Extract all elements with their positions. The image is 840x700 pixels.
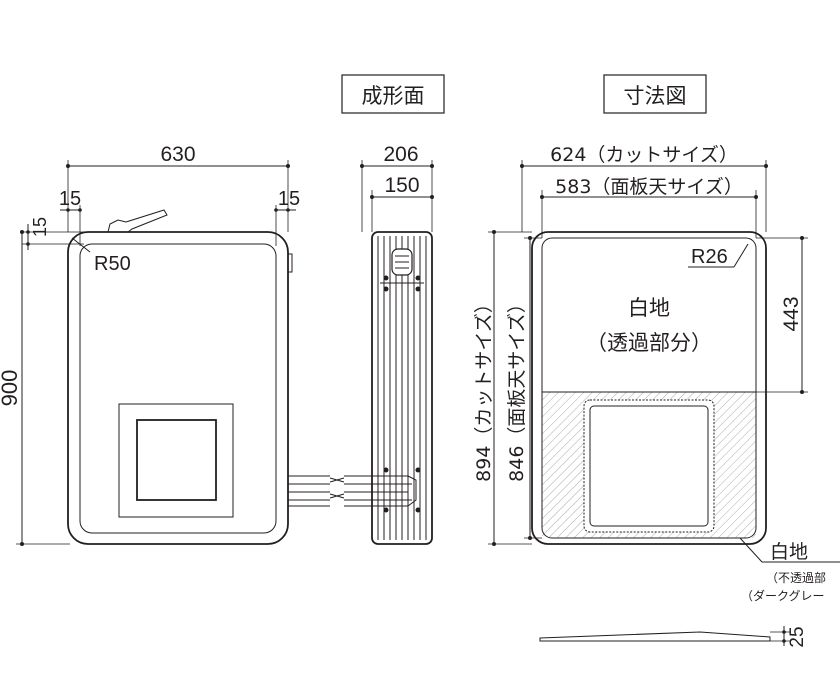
thickness-label: 25 (787, 626, 808, 647)
profile-shape (539, 631, 771, 642)
cable-connection (288, 475, 417, 507)
face-width-label: 583（面板天サイズ） (555, 176, 743, 198)
panel-outline (67, 231, 289, 545)
side-knob (287, 253, 293, 273)
window-dotted (583, 399, 715, 533)
handle-icon (107, 209, 168, 233)
window-inner (136, 419, 217, 501)
depth-outer-label: 206 (383, 143, 418, 166)
window (589, 405, 709, 527)
radius-label: R26 (691, 246, 728, 268)
side-ribs (377, 236, 427, 540)
window-outer (118, 403, 234, 518)
lower-label-sub2: （ダークグレー (741, 588, 825, 603)
side-view: 206 150 (360, 143, 434, 545)
side-outline (371, 231, 433, 545)
front-panel-view: 630 15 15 15 900 R50 (0, 143, 300, 546)
height-label: 900 (0, 370, 22, 407)
profile-view: 25 (539, 626, 808, 648)
margin-left-label: 15 (59, 188, 81, 210)
lower-label-title: 白地 (770, 541, 808, 563)
dimension-face-view: 624（カットサイズ） 583（面板天サイズ） 894（カットサイズ） 846（… (473, 144, 840, 603)
face-height-label: 846（面板天サイズ） (506, 294, 528, 482)
svg-text:寸法図: 寸法図 (624, 84, 687, 108)
lower-label-sub1: （不透過部 (766, 570, 826, 585)
header-molded-face: 成形面 (341, 74, 445, 114)
margin-right-label: 15 (278, 188, 300, 210)
cut-height-label: 894（カットサイズ） (473, 294, 495, 482)
cut-outline (531, 231, 767, 545)
face-outline (541, 237, 757, 539)
width-label: 630 (160, 143, 195, 166)
depth-inner-label: 150 (384, 174, 419, 197)
white-area-title: 白地 (628, 296, 670, 320)
header-dimension-drawing: 寸法図 (603, 74, 707, 114)
panel-inner-outline (79, 243, 277, 534)
svg-text:成形面: 成形面 (362, 84, 425, 108)
upper-height-label: 443 (780, 296, 803, 331)
radius-label: R50 (94, 253, 131, 275)
white-area-sub: （透過部分） (586, 331, 712, 355)
margin-top-label: 15 (30, 217, 50, 237)
cut-width-label: 624（カットサイズ） (550, 144, 738, 166)
